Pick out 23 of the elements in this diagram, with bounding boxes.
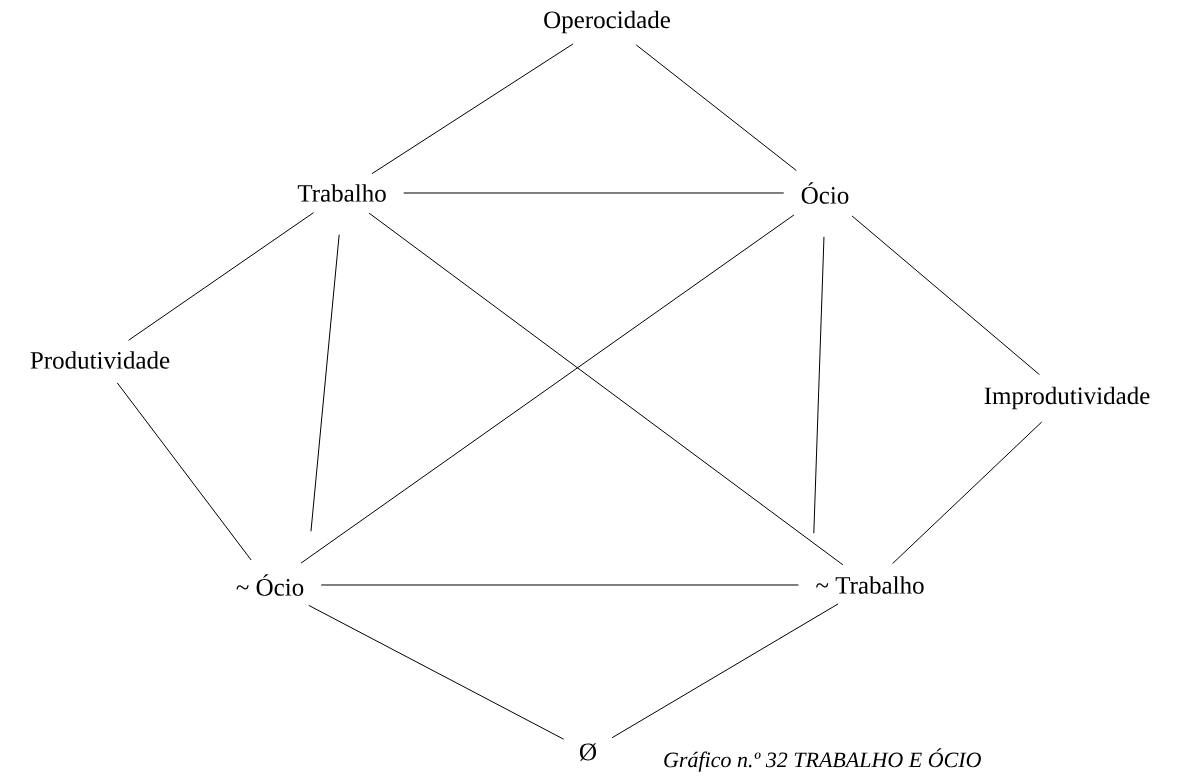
connector-line	[611, 603, 839, 739]
connector-line	[851, 215, 1040, 376]
term-label: Ócio	[801, 182, 849, 204]
term-label: Ø	[580, 743, 596, 761]
connector-line	[310, 234, 340, 532]
term-label: ~ Trabalho	[816, 576, 924, 594]
term-label: Trabalho	[297, 184, 386, 202]
connector-line	[635, 44, 797, 171]
connector-line	[116, 382, 252, 561]
connector-line	[368, 212, 844, 566]
term-label: ~ Ócio	[236, 574, 304, 596]
term-label: Operocidade	[544, 10, 670, 34]
connector-line	[892, 421, 1043, 565]
term-label: Produtividade	[30, 351, 170, 369]
connector-line	[308, 604, 565, 740]
connector-line	[128, 212, 314, 341]
connector-line	[813, 236, 825, 534]
term-label: Improdutividade	[984, 386, 1150, 410]
connector-line	[300, 214, 795, 564]
connector-line	[371, 43, 574, 175]
connector-line	[403, 192, 785, 194]
connector-line	[320, 584, 799, 586]
caption: Gráfico n.º 32 TRABALHO E ÓCIO	[664, 748, 981, 772]
